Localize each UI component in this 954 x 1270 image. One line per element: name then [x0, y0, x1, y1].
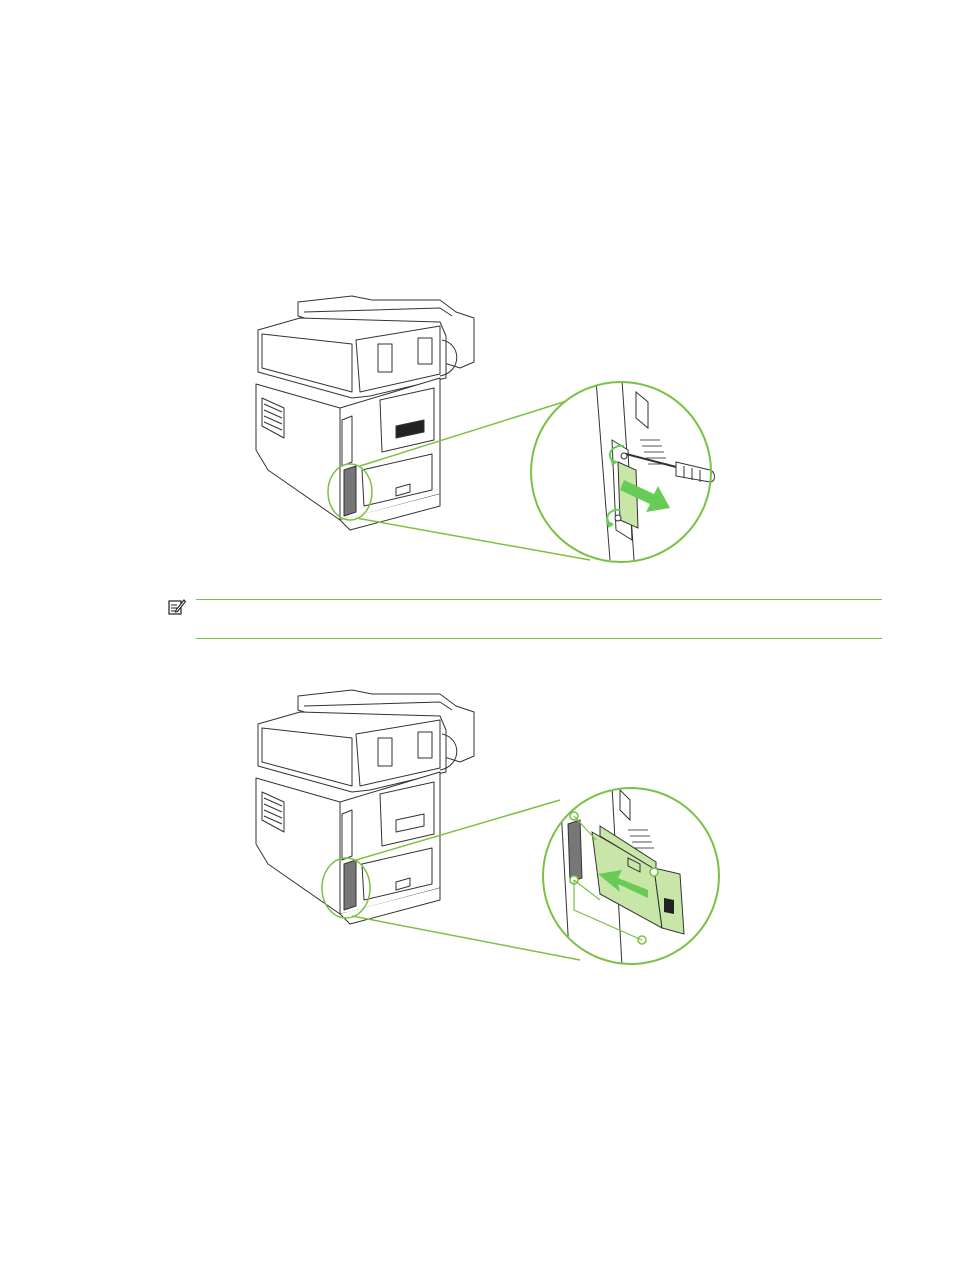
screw-marker-3 [650, 868, 658, 876]
note-pencil-icon [168, 598, 186, 616]
printer-rear-illustration [256, 296, 474, 530]
figure-remove-cover-plate [0, 0, 954, 600]
note-rule-top [196, 599, 882, 600]
figure-install-card [0, 660, 954, 990]
card-slot [568, 820, 582, 882]
screw-bottom [615, 515, 621, 521]
zoom-connector-bottom-2 [352, 916, 580, 960]
zoom-detail-install [543, 786, 719, 970]
note-rule-bottom [196, 638, 882, 639]
printer-rear-illustration-2 [256, 690, 474, 924]
zoom-detail-remove [531, 380, 715, 562]
